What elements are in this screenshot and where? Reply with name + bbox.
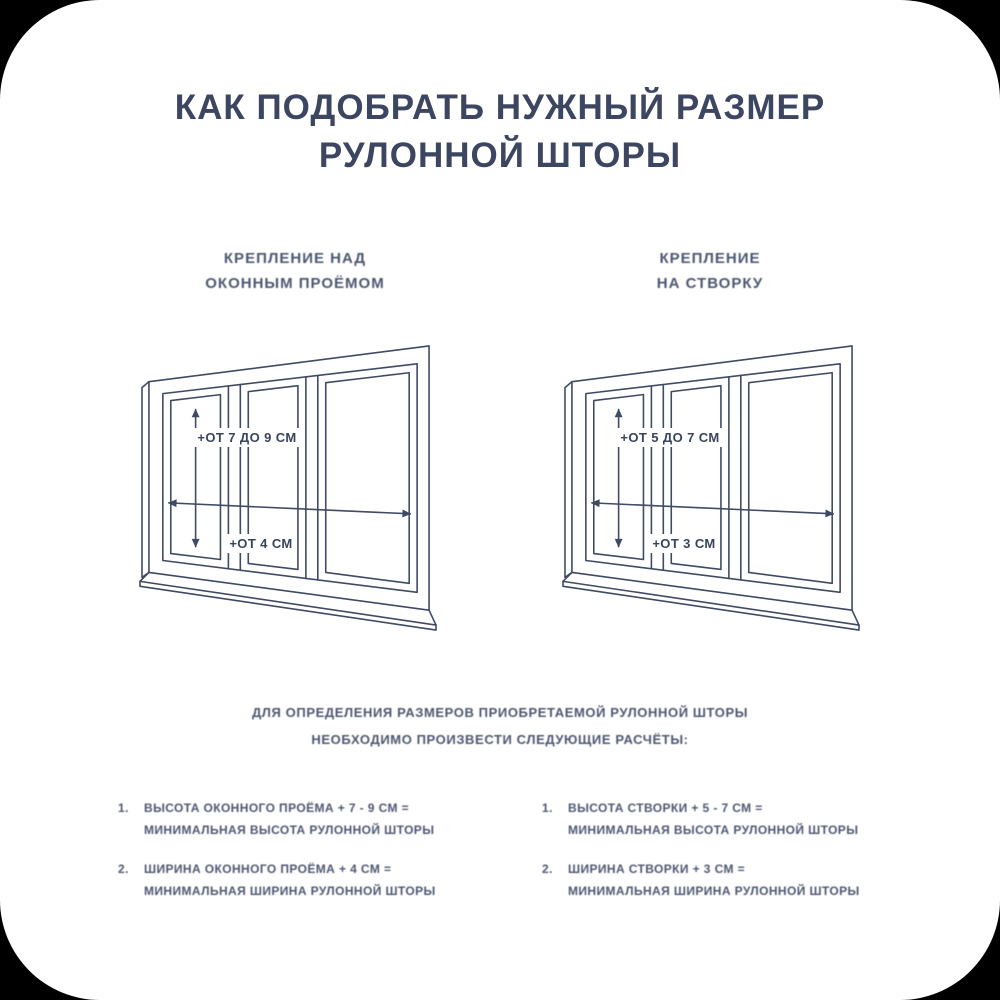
calc-item-line-2: МИНИМАЛЬНАЯ ВЫСОТА РУЛОННОЙ ШТОРЫ — [144, 822, 435, 837]
calc-item-line-1: ВЫСОТА СТВОРКИ + 5 - 7 СМ = — [568, 801, 763, 815]
right-width-measure-label: +ОТ 3 СМ — [648, 534, 720, 553]
calc-item-line-2: МИНИМАЛЬНАЯ ВЫСОТА РУЛОННОЙ ШТОРЫ — [568, 822, 859, 837]
right-section-heading: КРЕПЛЕНИЕ НА СТВОРКУ — [550, 247, 870, 297]
calc-item: 2. ШИРИНА СТВОРКИ + 3 СМ = МИНИМАЛЬНАЯ Ш… — [542, 859, 932, 902]
calc-item-number: 1. — [542, 801, 553, 815]
note-line-1: ДЛЯ ОПРЕДЕЛЕНИЯ РАЗМЕРОВ ПРИОБРЕТАЕМОЙ Р… — [251, 705, 749, 720]
window-illustration-icon — [562, 334, 860, 636]
title-line-2: РУЛОННОЙ ШТОРЫ — [318, 135, 682, 175]
calc-item-line-2: МИНИМАЛЬНАЯ ШИРИНА РУЛОННОЙ ШТОРЫ — [144, 883, 436, 898]
right-heading-line-1: КРЕПЛЕНИЕ — [659, 250, 761, 267]
calculation-list-right: 1. ВЫСОТА СТВОРКИ + 5 - 7 СМ = МИНИМАЛЬН… — [542, 798, 932, 920]
instruction-note: ДЛЯ ОПРЕДЕЛЕНИЯ РАЗМЕРОВ ПРИОБРЕТАЕМОЙ Р… — [0, 700, 1000, 753]
calc-item-line-1: ШИРИНА СТВОРКИ + 3 СМ = — [568, 862, 746, 877]
calc-item-line-1: ШИРИНА ОКОННОГО ПРОЁМА + 4 СМ = — [144, 862, 392, 877]
window-diagram-left: +ОТ 7 ДО 9 СМ +ОТ 4 СМ — [139, 334, 437, 636]
right-heading-line-2: НА СТВОРКУ — [656, 274, 764, 292]
calc-item-number: 2. — [118, 862, 129, 877]
calc-item-line-2: МИНИМАЛЬНАЯ ШИРИНА РУЛОННОЙ ШТОРЫ — [568, 883, 860, 898]
left-heading-line-1: КРЕПЛЕНИЕ НАД — [223, 250, 367, 267]
left-section-heading: КРЕПЛЕНИЕ НАД ОКОННЫМ ПРОЁМОМ — [135, 247, 455, 297]
calc-item-number: 2. — [542, 862, 553, 877]
calc-item: 1. ВЫСОТА СТВОРКИ + 5 - 7 СМ = МИНИМАЛЬН… — [542, 798, 932, 841]
left-heading-line-2: ОКОННЫМ ПРОЁМОМ — [205, 274, 385, 292]
right-height-measure-label: +ОТ 5 ДО 7 СМ — [616, 428, 724, 447]
calc-item-text: ВЫСОТА ОКОННОГО ПРОЁМА + 7 - 9 СМ = МИНИ… — [144, 798, 434, 841]
calculation-list-left: 1. ВЫСОТА ОКОННОГО ПРОЁМА + 7 - 9 СМ = М… — [118, 798, 508, 920]
window-diagram-right: +ОТ 5 ДО 7 СМ +ОТ 3 СМ — [562, 334, 860, 636]
calc-item-text: ВЫСОТА СТВОРКИ + 5 - 7 СМ = МИНИМАЛЬНАЯ … — [568, 798, 858, 841]
calc-item-text: ШИРИНА СТВОРКИ + 3 СМ = МИНИМАЛЬНАЯ ШИРИ… — [568, 859, 860, 902]
calc-item: 1. ВЫСОТА ОКОННОГО ПРОЁМА + 7 - 9 СМ = М… — [118, 798, 508, 841]
page-title: КАК ПОДОБРАТЬ НУЖНЫЙ РАЗМЕР РУЛОННОЙ ШТО… — [0, 84, 1000, 179]
calc-item-text: ШИРИНА ОКОННОГО ПРОЁМА + 4 СМ = МИНИМАЛЬ… — [144, 859, 436, 902]
calc-item-line-1: ВЫСОТА ОКОННОГО ПРОЁМА + 7 - 9 СМ = — [144, 801, 410, 815]
calc-item-number: 1. — [118, 801, 129, 815]
note-line-2: НЕОБХОДИМО ПРОИЗВЕСТИ СЛЕДУЮЩИЕ РАСЧЁТЫ: — [311, 731, 689, 747]
title-line-1: КАК ПОДОБРАТЬ НУЖНЫЙ РАЗМЕР — [174, 88, 826, 127]
calc-item: 2. ШИРИНА ОКОННОГО ПРОЁМА + 4 СМ = МИНИМ… — [118, 859, 508, 902]
left-width-measure-label: +ОТ 4 СМ — [225, 534, 297, 553]
window-illustration-icon — [139, 334, 437, 636]
left-height-measure-label: +ОТ 7 ДО 9 СМ — [193, 428, 301, 447]
